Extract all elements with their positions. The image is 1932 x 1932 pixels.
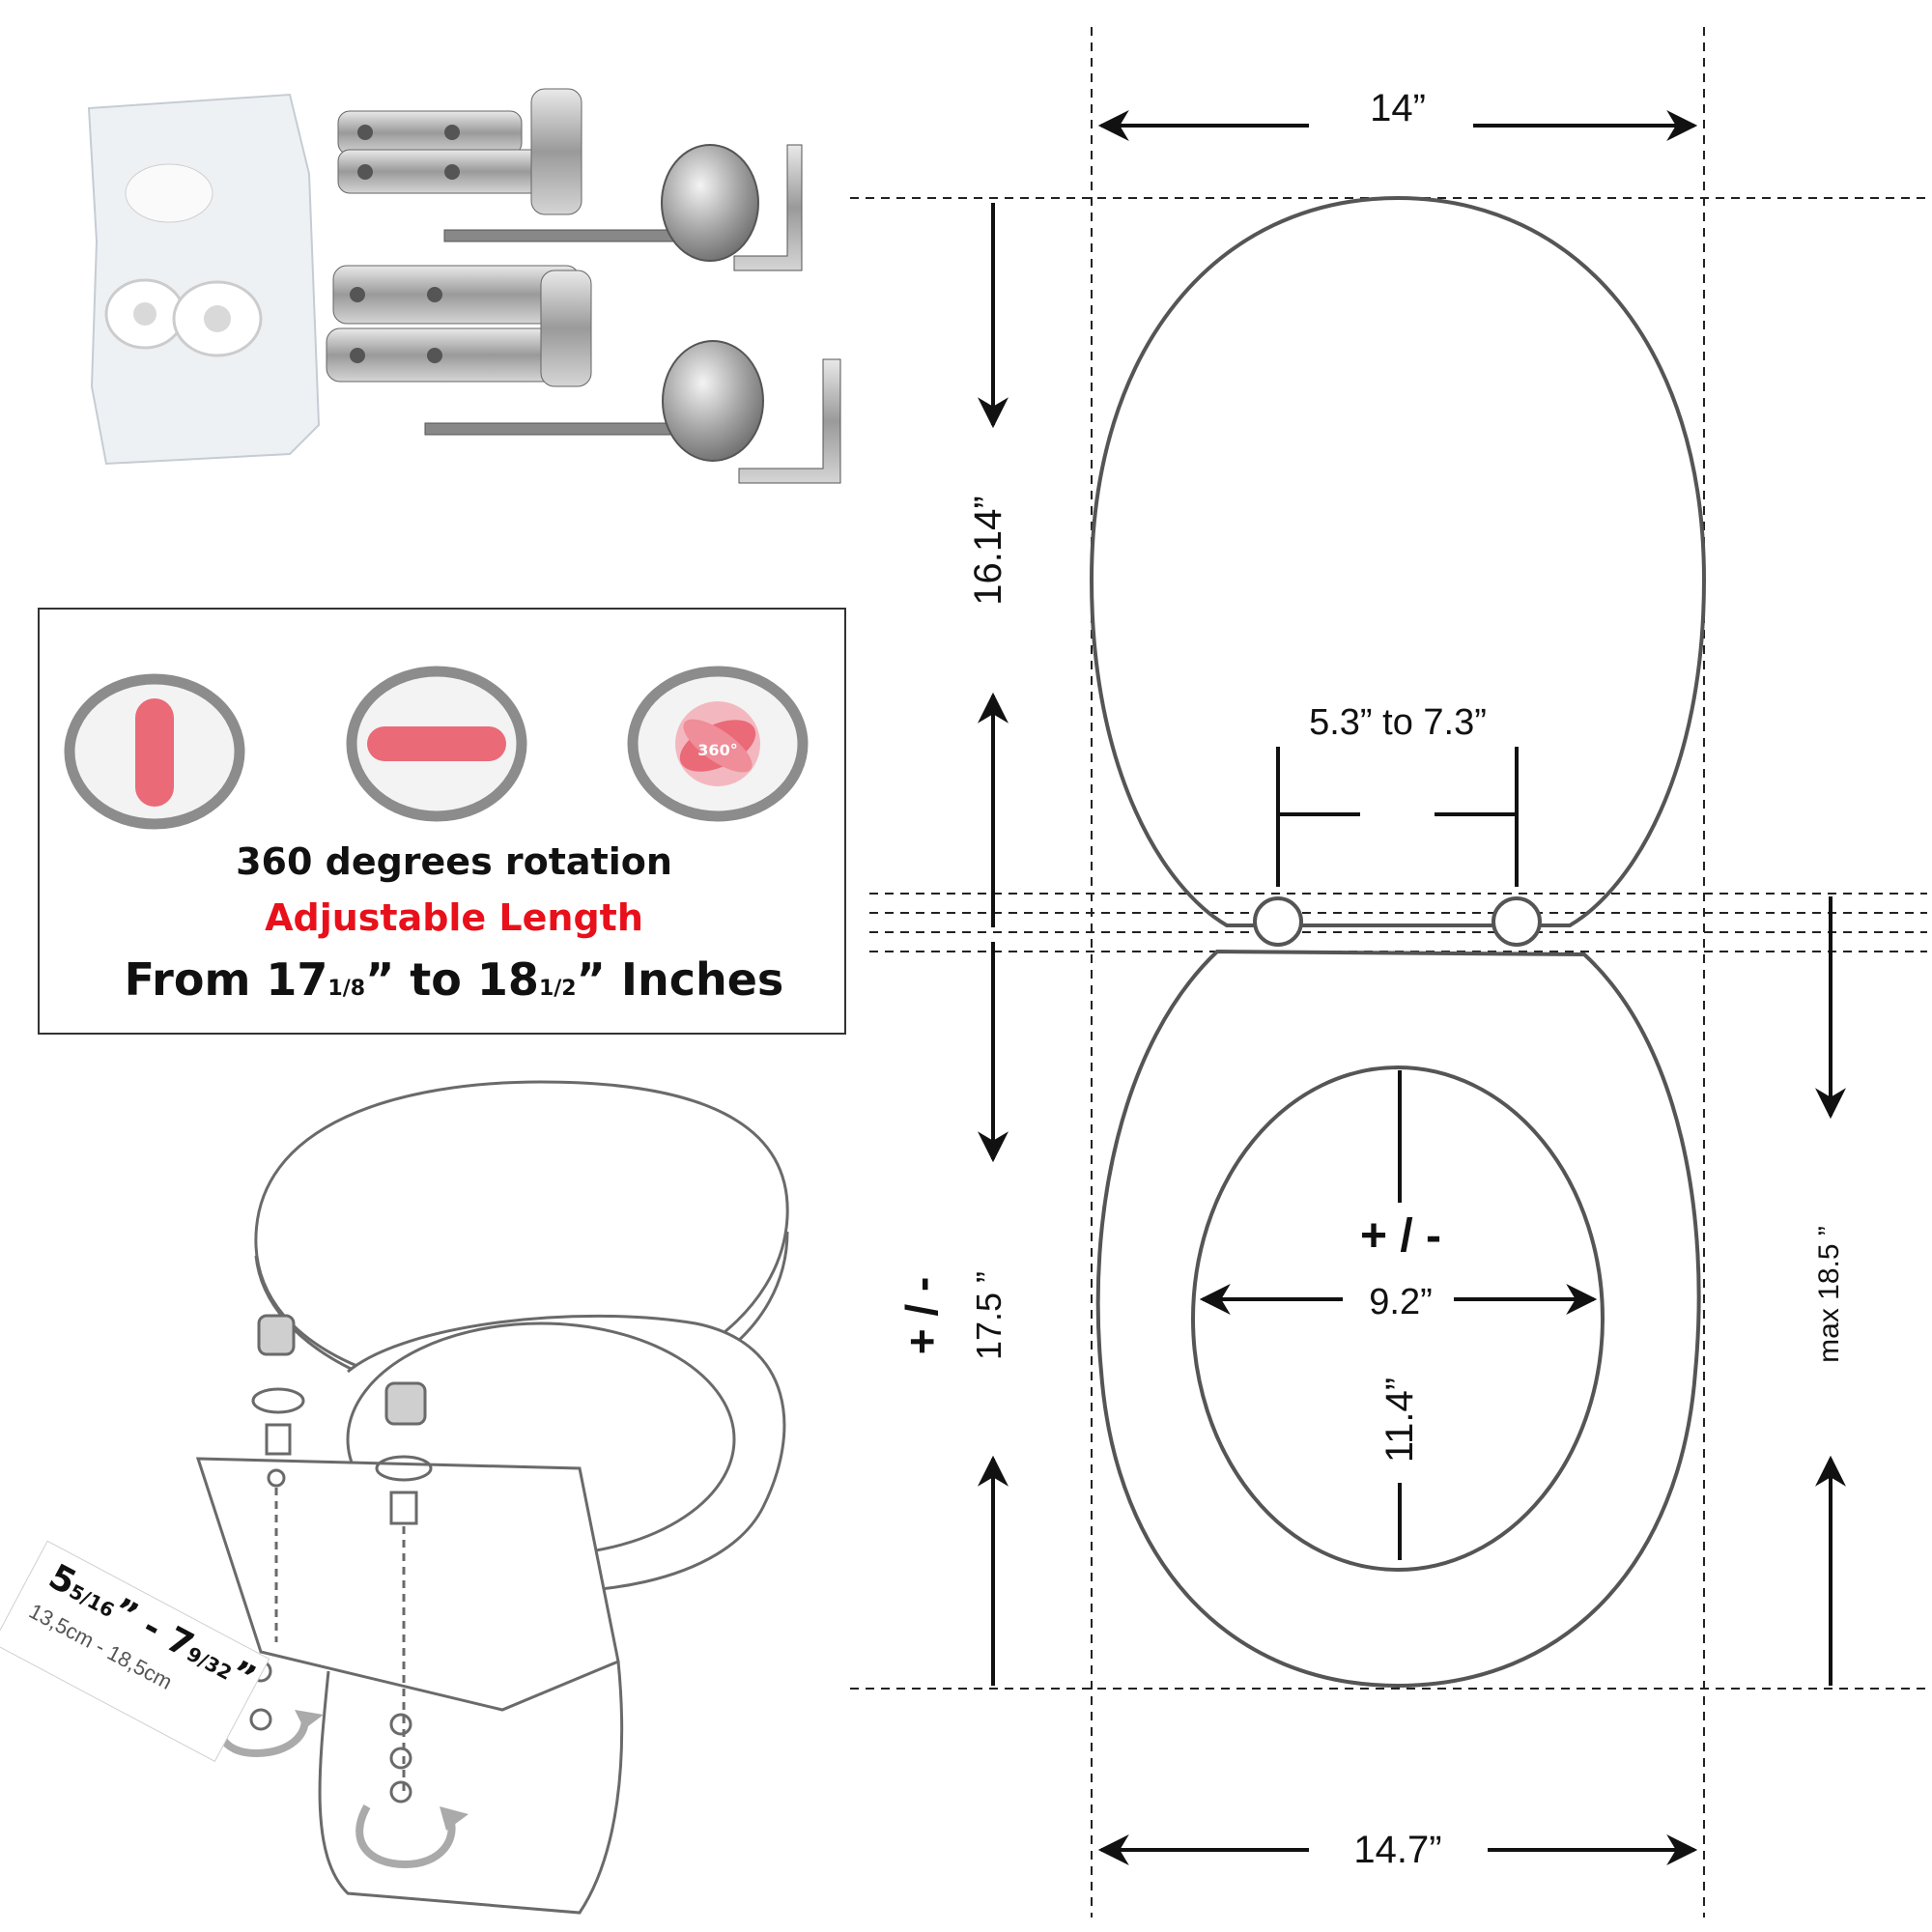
opening-width-label: 9.2” xyxy=(1369,1282,1432,1322)
lid-width-label: 14” xyxy=(1370,87,1426,129)
rotation-badge-text: 360° xyxy=(697,741,737,759)
lid-length-label: 16.14” xyxy=(967,496,1009,605)
hinge-hardware-right xyxy=(375,1381,433,1804)
seat-length-tolerance-label: + / - xyxy=(896,1277,947,1355)
hinge-bracket-bottom xyxy=(326,265,592,387)
seat-opening-outline xyxy=(1191,1065,1605,1572)
plastic-bag xyxy=(87,93,321,466)
dimension-labels: 14” 14.7” 16.14” + / - 17.5 ” max 18.5 ”… xyxy=(896,87,1845,1871)
rotation-360-icon: 360° xyxy=(627,666,809,822)
hinge-bracket-top xyxy=(337,88,582,215)
hinge-kit-photo xyxy=(87,88,841,484)
adjustable-line: Adjustable Length xyxy=(265,896,643,939)
toilet-bowl-outline xyxy=(195,1457,624,1915)
length-range-line: From 171/8” to 181/2” Inches xyxy=(125,953,784,1006)
spacing-label-card: 55/16” - 79/32” 13,5cm - 18,5cm xyxy=(0,1540,270,1762)
max-length-label: max 18.5 ” xyxy=(1813,1226,1845,1363)
seat-width-label: 14.7” xyxy=(1353,1829,1441,1871)
bolt-top xyxy=(443,144,803,271)
rotation-line: 360 degrees rotation xyxy=(236,840,672,883)
bolt-bottom xyxy=(424,340,841,484)
dimension-guides xyxy=(850,27,1927,1918)
lid-outline xyxy=(1089,195,1707,927)
opening-length-label: 11.4” xyxy=(1378,1378,1421,1463)
horizontal-slot-icon xyxy=(346,666,527,822)
opening-tolerance-label: + / - xyxy=(1360,1210,1441,1262)
hinge-spacing-label: 5.3” to 7.3” xyxy=(1309,702,1487,743)
feature-box: 360° 360 degrees rotation Adjustable Len… xyxy=(38,608,846,1035)
dimension-arrows xyxy=(978,110,1846,1865)
vertical-slot-icon xyxy=(64,673,245,830)
seat-length-label: 17.5 ” xyxy=(969,1271,1009,1360)
hinge-circles xyxy=(1253,896,1542,947)
installation-illustration xyxy=(195,1080,789,1915)
seat-outline xyxy=(1095,949,1701,1689)
hinge-spacing-bracket xyxy=(1276,747,1519,887)
rotate-arrow-right-icon xyxy=(355,1804,469,1869)
